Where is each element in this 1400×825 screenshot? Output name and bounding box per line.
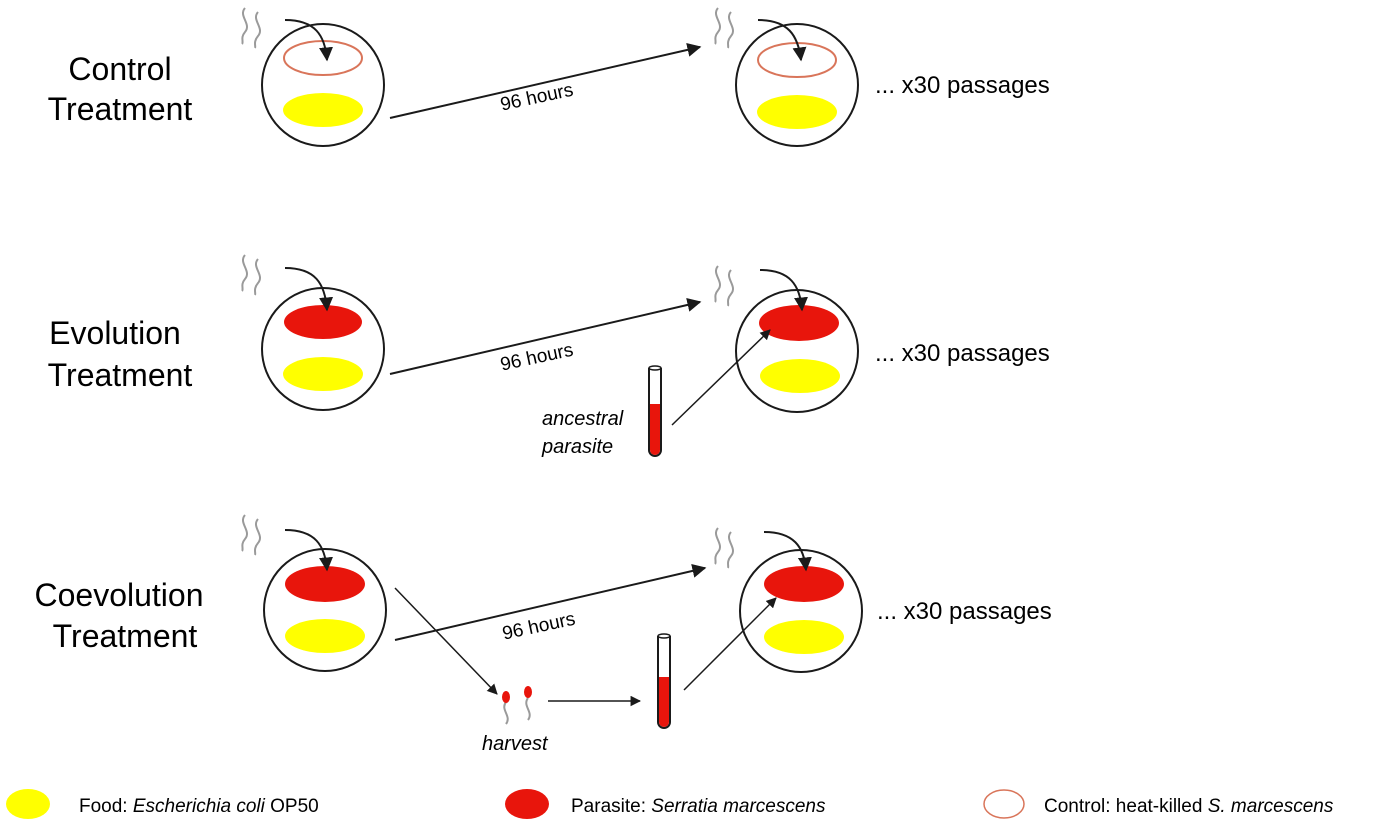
harvest-arrow [394, 587, 498, 695]
parasite-spot [759, 305, 839, 341]
row-label-control-line2: Treatment [48, 91, 193, 127]
curved-arrow-icon [759, 269, 808, 312]
duration-label: 96 hours [501, 609, 578, 645]
petri-dish-icon [261, 287, 385, 411]
source-label-line1: ancestral [542, 408, 624, 430]
food-spot [283, 93, 363, 127]
legend: Food: Escherichia coli OP50 Parasite: Se… [6, 789, 1334, 819]
inoculation-arrow [683, 597, 777, 691]
food-spot [760, 359, 840, 393]
parasite-spot [764, 566, 844, 602]
heat-killed-parasite-spot [757, 42, 837, 78]
passages-label: ... x30 passages [877, 598, 1052, 625]
worm-icon [714, 7, 734, 49]
svg-text:Parasite: Serratia marcescens: Parasite: Serratia marcescens [571, 796, 826, 817]
row-label-coevolution-line1: Coevolution [35, 577, 204, 613]
time-arrow [389, 42, 702, 119]
time-arrow [394, 564, 707, 641]
parasite-spot [285, 566, 365, 602]
worm-icon [714, 527, 734, 569]
harvested-worms-icon [502, 686, 532, 725]
worm-icon [714, 265, 734, 307]
test-tube-icon [657, 633, 671, 729]
row-coevolution: Coevolution Treatment 96 hours harvest [35, 514, 1052, 755]
inoculation-arrow [671, 329, 771, 426]
legend-parasite-species: Serratia marcescens [651, 796, 826, 817]
legend-parasite-prefix: Parasite: [571, 796, 651, 817]
legend-item-parasite: Parasite: Serratia marcescens [505, 789, 826, 819]
control-swatch [983, 789, 1025, 819]
food-spot [285, 619, 365, 653]
svg-text:Control: heat-killed S. marces: Control: heat-killed S. marcescens [1044, 796, 1334, 817]
harvest-label: harvest [482, 733, 549, 755]
parasite-spot [284, 305, 362, 339]
petri-dish-icon [263, 548, 387, 672]
parasite-swatch [505, 789, 549, 819]
petri-dish-icon [739, 549, 863, 673]
time-arrow [389, 298, 702, 375]
worm-icon [241, 7, 261, 49]
food-spot [283, 357, 363, 391]
heat-killed-parasite-spot [283, 40, 363, 76]
curved-arrow-icon [284, 529, 333, 572]
food-swatch [6, 789, 50, 819]
legend-item-control: Control: heat-killed S. marcescens [983, 789, 1334, 819]
legend-food-species: Escherichia coli [133, 796, 266, 817]
food-spot [757, 95, 837, 129]
svg-text:Food: Escherichia coli OP50: Food: Escherichia coli OP50 [79, 796, 319, 817]
row-evolution: Evolution Treatment 96 hours [48, 254, 1050, 458]
legend-control-species: S. marcescens [1208, 796, 1334, 817]
worm-icon [241, 514, 261, 556]
test-tube-icon [648, 365, 662, 457]
legend-item-food: Food: Escherichia coli OP50 [6, 789, 319, 819]
legend-food-suffix: OP50 [265, 796, 319, 817]
source-label-line2: parasite [541, 436, 613, 458]
passages-label: ... x30 passages [875, 340, 1050, 367]
food-spot [764, 620, 844, 654]
duration-label: 96 hours [499, 340, 576, 376]
curved-arrow-icon [284, 19, 333, 62]
worm-icon [241, 254, 261, 296]
row-label-evolution-line1: Evolution [49, 315, 181, 351]
row-label-coevolution-line2: Treatment [53, 618, 198, 654]
curved-arrow-icon [757, 19, 807, 62]
curved-arrow-icon [284, 267, 334, 312]
legend-food-prefix: Food: [79, 796, 133, 817]
row-control: Control Treatment 96 hours ... x30 pass [48, 7, 1050, 147]
passages-label: ... x30 passages [875, 72, 1050, 99]
row-label-control-line1: Control [68, 51, 171, 87]
curved-arrow-icon [763, 531, 812, 572]
petri-dish-icon [735, 289, 859, 413]
petri-dish-icon [735, 23, 859, 147]
legend-control-prefix: Control: heat-killed [1044, 796, 1208, 817]
row-label-evolution-line2: Treatment [48, 357, 193, 393]
